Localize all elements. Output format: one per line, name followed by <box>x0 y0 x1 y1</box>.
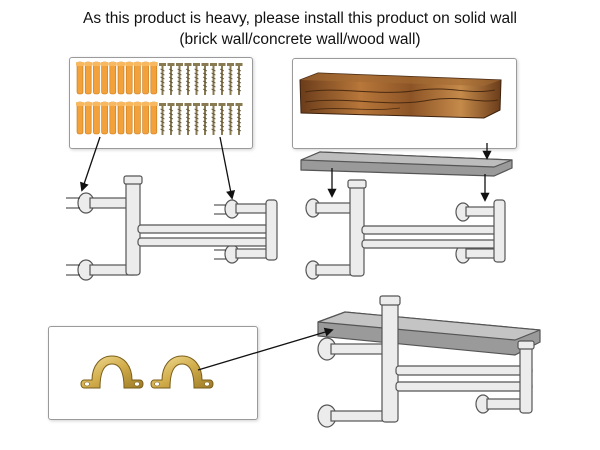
wood-screw <box>159 103 166 135</box>
wooden-board-icon <box>299 72 502 119</box>
wood-screw <box>218 103 226 135</box>
title-line-2: (brick wall/concrete wall/wood wall) <box>179 31 421 48</box>
wall-anchor <box>149 101 158 135</box>
wall-anchor <box>141 101 150 135</box>
wall-anchor <box>108 101 117 135</box>
wall-anchor <box>92 101 101 135</box>
wall-anchor <box>117 61 125 95</box>
wall-anchor <box>149 61 158 95</box>
wood-screw <box>210 63 217 95</box>
wood-screw <box>159 63 166 95</box>
wall-anchor <box>117 101 125 135</box>
wood-screw <box>218 63 226 95</box>
wall-anchor <box>141 61 150 95</box>
wall-anchor <box>84 61 93 95</box>
title-line-1: As this product is heavy, please install… <box>83 10 517 27</box>
wall-anchor <box>100 101 109 135</box>
wood-screw <box>210 103 217 135</box>
wall-anchor <box>84 101 93 135</box>
wood-screw <box>184 103 192 135</box>
wood-screw <box>193 103 200 135</box>
wall-anchor <box>125 101 134 135</box>
wood-screw <box>227 63 234 95</box>
wood-screw <box>184 63 192 95</box>
wall-anchor <box>76 61 84 95</box>
instruction-title: As this product is heavy, please install… <box>0 8 600 50</box>
wood-screw <box>167 63 175 95</box>
wall-anchor <box>76 101 84 135</box>
wood-screw <box>235 63 243 95</box>
wood-screw <box>235 103 243 135</box>
wall-anchor <box>133 101 142 135</box>
wood-screw-icon <box>159 63 243 135</box>
wood-screw <box>176 103 183 135</box>
wall-anchor <box>133 61 142 95</box>
wood-screw-icon <box>66 197 226 276</box>
pipe-shelf-icon <box>317 295 541 428</box>
wood-screw <box>227 103 234 135</box>
pipe-shelf-icon <box>77 175 278 281</box>
wall-anchor <box>92 61 101 95</box>
wall-anchor <box>108 61 117 95</box>
wall-anchor-icon <box>76 61 158 135</box>
clamp-box <box>48 326 258 420</box>
wood-screw <box>201 63 209 95</box>
wall-anchor <box>100 61 109 95</box>
pipe-clamp-icon <box>80 355 214 389</box>
wood-screw <box>176 63 183 95</box>
wood-screw <box>193 63 200 95</box>
wall-anchor <box>125 61 134 95</box>
wood-screw <box>167 103 175 135</box>
pipe-shelf-icon <box>300 151 513 280</box>
instruction-arrows <box>80 136 492 371</box>
wood-screw <box>201 103 209 135</box>
